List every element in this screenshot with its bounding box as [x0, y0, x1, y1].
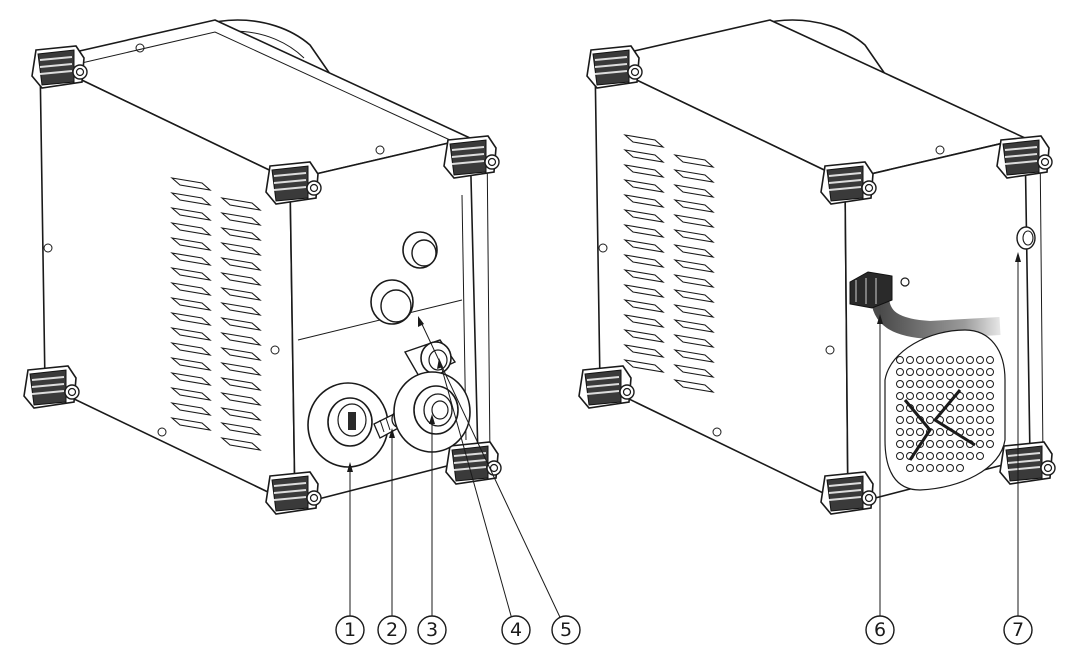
callout-label-4: 4: [510, 619, 522, 641]
control-knob-large[interactable]: [370, 279, 414, 325]
callout-6: 6: [865, 615, 895, 645]
rear-leader-lines: [877, 252, 1021, 630]
control-knob-small[interactable]: [402, 231, 438, 269]
callout-5: 5: [551, 615, 581, 645]
negative-output-socket[interactable]: [307, 382, 389, 468]
rear-view: [578, 19, 1056, 630]
callout-2: 2: [377, 615, 407, 645]
front-view: [23, 19, 567, 631]
callout-1: 1: [335, 615, 365, 645]
callout-label-3: 3: [426, 619, 438, 641]
callout-3: 3: [417, 615, 447, 645]
callout-label-5: 5: [560, 619, 572, 641]
callout-label-6: 6: [874, 619, 886, 641]
callout-4: 4: [501, 615, 531, 645]
power-switch[interactable]: [1016, 226, 1036, 250]
callout-label-7: 7: [1012, 619, 1024, 641]
front-leader-lines: [347, 316, 567, 631]
positive-output-socket[interactable]: [393, 371, 471, 453]
fan-grille: [884, 329, 1006, 491]
callout-label-2: 2: [386, 619, 398, 641]
power-cable-clamp: [849, 271, 910, 309]
callout-label-1: 1: [344, 619, 356, 641]
callout-7: 7: [1003, 615, 1033, 645]
